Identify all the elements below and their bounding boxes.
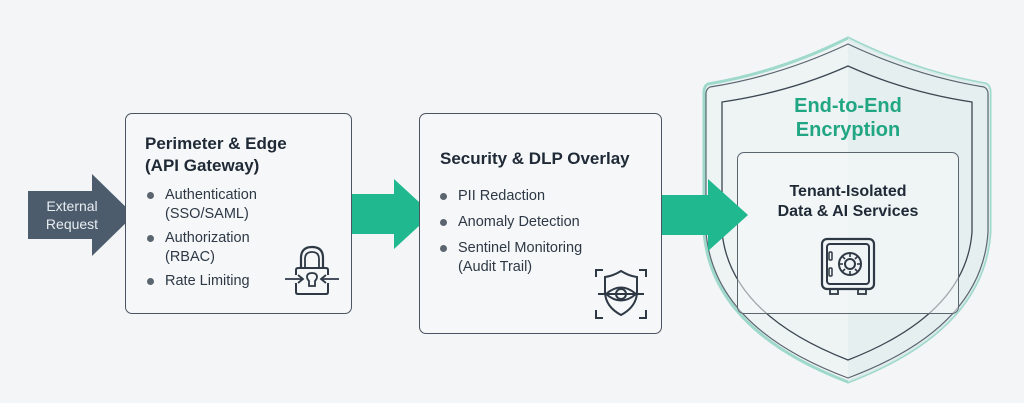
arrow-right-icon xyxy=(352,179,432,249)
tenant-services-box xyxy=(737,152,959,314)
tenant-title-line2: Data & AI Services xyxy=(777,203,919,220)
perimeter-title-line2: (API Gateway) xyxy=(145,156,260,175)
arrow-right-icon xyxy=(28,174,134,256)
list-item: Authorization(RBAC) xyxy=(145,229,325,267)
external-request-line2: Request xyxy=(45,216,99,232)
security-title: Security & DLP Overlay xyxy=(440,149,630,168)
shield-eye-scan-icon xyxy=(595,269,647,319)
list-item: Authentication(SSO/SAML) xyxy=(145,186,325,224)
perimeter-title: Perimeter & Edge (API Gateway) xyxy=(145,133,345,177)
flow-arrow-1 xyxy=(352,179,432,249)
list-item: Sentinel Monitoring(Audit Trail) xyxy=(438,239,638,277)
security-dlp-box xyxy=(419,113,662,334)
tenant-title: Tenant-Isolated Data & AI Services xyxy=(740,182,956,222)
external-request-arrow xyxy=(28,174,134,256)
flow-arrow-2 xyxy=(662,179,748,251)
safe-vault-icon xyxy=(820,237,876,295)
list-item: Rate Limiting xyxy=(145,272,325,291)
list-item: Anomaly Detection xyxy=(438,213,638,232)
list-item: PII Redaction xyxy=(438,187,638,206)
external-request-line1: External xyxy=(46,198,98,214)
perimeter-edge-box xyxy=(125,113,352,314)
encryption-title: End-to-End Encryption xyxy=(740,94,956,142)
arrow-right-icon xyxy=(662,179,748,251)
security-list: PII Redaction Anomaly Detection Sentinel… xyxy=(438,187,638,282)
perimeter-title-line1: Perimeter & Edge xyxy=(145,134,287,153)
encryption-title-line2: Encryption xyxy=(795,119,901,141)
external-request-label: External Request xyxy=(30,197,114,233)
tenant-title-line1: Tenant-Isolated xyxy=(789,183,907,200)
encryption-title-line1: End-to-End xyxy=(794,95,902,117)
perimeter-list: Authentication(SSO/SAML) Authorization(R… xyxy=(145,186,325,296)
padlock-arrows-icon xyxy=(285,245,339,295)
